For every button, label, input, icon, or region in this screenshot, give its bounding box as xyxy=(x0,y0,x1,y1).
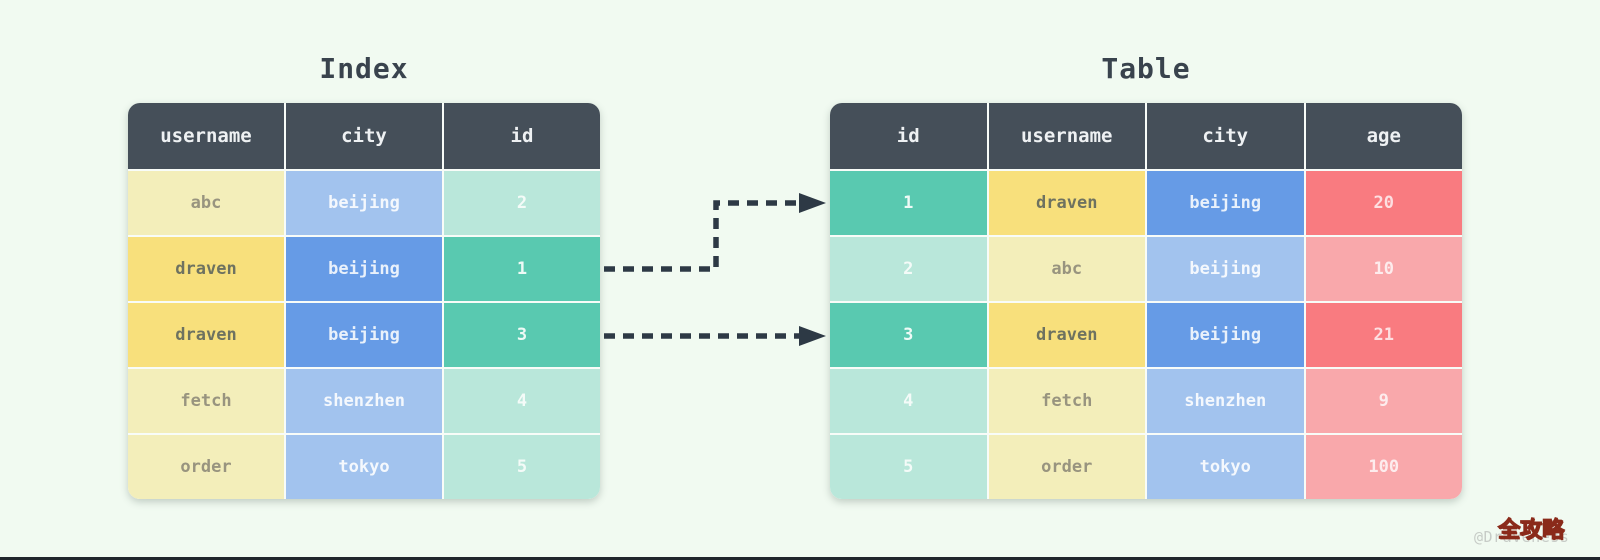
watermark-handle: @Draveness xyxy=(1474,528,1570,546)
table-cell-highlighted: beijing xyxy=(286,237,442,301)
column-header: age xyxy=(1305,103,1462,169)
table-cell-highlighted: draven xyxy=(988,303,1145,367)
table-cell: 4 xyxy=(444,369,600,433)
column-header: id xyxy=(444,103,600,169)
table-cell-highlighted: draven xyxy=(128,237,284,301)
main-table-grid: id username city age 1 draven beijing 20… xyxy=(830,103,1462,499)
table-cell: beijing xyxy=(286,171,442,235)
table-cell: shenzhen xyxy=(1147,369,1304,433)
table-cell-highlighted: draven xyxy=(988,171,1145,235)
table-cell: shenzhen xyxy=(286,369,442,433)
index-table-title: Index xyxy=(319,52,409,85)
table-cell-highlighted: 3 xyxy=(830,303,987,367)
table-cell: 9 xyxy=(1305,369,1462,433)
table-cell: 5 xyxy=(830,435,987,499)
arrowhead-icon xyxy=(799,326,826,346)
table-cell: tokyo xyxy=(1147,435,1304,499)
column-header: id xyxy=(830,103,987,169)
bottom-edge-bar xyxy=(0,557,1600,560)
table-cell: 2 xyxy=(830,237,987,301)
watermark: @Draveness 全攻略 xyxy=(1474,518,1584,554)
column-header: city xyxy=(286,103,442,169)
table-cell: abc xyxy=(988,237,1145,301)
arrowhead-icon xyxy=(799,193,826,213)
table-cell: order xyxy=(128,435,284,499)
index-table-grid: username city id abc beijing 2 draven be… xyxy=(128,103,600,499)
table-cell: order xyxy=(988,435,1145,499)
column-header: city xyxy=(1147,103,1304,169)
table-cell-highlighted: beijing xyxy=(1147,171,1304,235)
table-cell-highlighted: 20 xyxy=(1305,171,1462,235)
table-cell-highlighted: 21 xyxy=(1305,303,1462,367)
table-cell: fetch xyxy=(128,369,284,433)
table-cell: 2 xyxy=(444,171,600,235)
table-cell: 5 xyxy=(444,435,600,499)
table-cell: abc xyxy=(128,171,284,235)
table-cell: fetch xyxy=(988,369,1145,433)
column-header: username xyxy=(128,103,284,169)
table-cell: 4 xyxy=(830,369,987,433)
table-cell-highlighted: 1 xyxy=(830,171,987,235)
table-cell-highlighted: beijing xyxy=(286,303,442,367)
table-cell: tokyo xyxy=(286,435,442,499)
table-cell: 100 xyxy=(1305,435,1462,499)
table-cell: 10 xyxy=(1305,237,1462,301)
column-header: username xyxy=(988,103,1145,169)
table-cell-highlighted: draven xyxy=(128,303,284,367)
table-cell-highlighted: 3 xyxy=(444,303,600,367)
table-cell-highlighted: beijing xyxy=(1147,303,1304,367)
main-table-title: Table xyxy=(1101,52,1191,85)
table-cell-highlighted: 1 xyxy=(444,237,600,301)
index-table: username city id abc beijing 2 draven be… xyxy=(128,103,600,499)
main-table: id username city age 1 draven beijing 20… xyxy=(830,103,1462,499)
watermark-overlay: 全攻略 xyxy=(1497,518,1565,544)
table-cell: beijing xyxy=(1147,237,1304,301)
index-to-table-arrow-1 xyxy=(604,200,800,272)
